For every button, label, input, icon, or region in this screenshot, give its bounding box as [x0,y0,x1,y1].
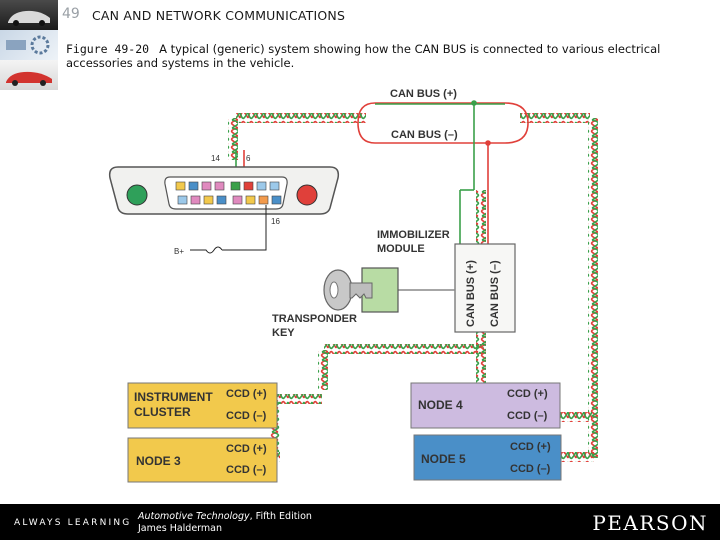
immobilizer-label-line1: IMMOBILIZER [377,229,450,241]
can-bus-diagram: CAN BUS (+) CAN BUS (–) 1 [108,88,598,483]
pin-16-label: 16 [271,217,280,226]
key-icon [323,269,373,311]
node-4-label: NODE 4 [418,398,463,412]
node-5-ccd-plus: CCD (+) [510,441,551,453]
can-bus-red-loop [357,102,529,144]
pin-6-label: 6 [246,154,251,163]
thumbnail-engine [0,30,58,60]
node-5-box [413,434,562,481]
connector-pins-top [175,181,280,191]
twisted-pair-top-left [236,113,366,123]
thumbnail-car-red [0,60,58,90]
node-5: NODE 5 CCD (+) CCD (–) [413,434,562,481]
twisted-pair-node4-drop [476,340,486,388]
transponder-antenna [361,267,399,313]
pin-14-label: 14 [211,154,220,163]
car-icon [8,10,50,26]
immobilizer-module-box [454,243,516,333]
book-title: Automotive Technology [138,511,250,522]
always-learning-tagline: ALWAYS LEARNING [14,518,132,528]
node-4-ccd-plus: CCD (+) [507,388,548,400]
node-4-box [410,382,561,429]
chapter-number: 49 [62,6,80,22]
immobilizer-section: IMMOBILIZER MODULE CAN BUS (+) CAN BUS (… [272,229,516,339]
instrument-ccd-plus: CCD (+) [226,388,267,400]
transponder-label-line1: TRANSPONDER [272,313,357,325]
book-author: James Halderman [138,523,223,534]
immobilizer-label-line2: MODULE [377,243,425,255]
instrument-cluster-box [127,382,278,429]
twisted-pair-cluster [272,394,322,404]
twisted-pair-cluster-drop [318,350,328,390]
book-credit: Automotive Technology, Fifth Edition Jam… [138,511,312,535]
twisted-pair-node5-drop [588,418,598,458]
twisted-pair-middle-horizontal [324,344,484,354]
can-bus-minus-label: CAN BUS (–) [391,129,458,141]
twisted-pair-right-vertical [588,118,598,418]
footer-bar: ALWAYS LEARNING Automotive Technology, F… [0,504,720,540]
node-5-ccd-minus: CCD (–) [510,463,551,475]
node-4-ccd-minus: CCD (–) [507,410,548,422]
gear-icon [6,35,50,55]
instrument-ccd-minus: CCD (–) [226,410,267,422]
node-3-label: NODE 3 [136,454,181,468]
immobilizer-can-plus-label: CAN BUS (+) [465,260,477,327]
connector-red-knob [296,184,318,206]
battery-label: B+ [174,247,184,256]
fuse-symbol [190,246,223,254]
node-3-ccd-plus: CCD (+) [226,443,267,455]
twisted-pair-connector-drop [228,118,238,160]
thumbnail-car-dark [0,0,58,30]
immobilizer-can-minus-label: CAN BUS (–) [489,260,501,327]
node-3: NODE 3 CCD (+) CCD (–) [127,437,278,483]
twisted-pair-node4 [560,412,592,422]
connector-pins-bottom [177,195,282,205]
twisted-pair-node5 [560,452,594,462]
red-junction [485,140,491,146]
book-edition: , Fifth Edition [249,511,312,522]
node-3-box [127,437,278,483]
thumbnail-strip [0,0,58,90]
pearson-logo: PEARSON [592,511,708,535]
can-bus-plus-label: CAN BUS (+) [390,88,457,100]
node-4: NODE 4 CCD (+) CCD (–) [410,382,561,429]
connector-green-knob [126,184,148,206]
figure-label: Figure 49-20 [66,42,150,56]
node-3-ccd-minus: CCD (–) [226,464,267,476]
car-icon [6,71,52,86]
diagnostic-connector: 14 6 16 B+ [108,150,340,256]
battery-wire [222,205,267,251]
instrument-label-line2: CLUSTER [134,405,191,419]
twisted-pair-top-right [520,113,590,123]
node-instrument-cluster: INSTRUMENT CLUSTER CCD (+) CCD (–) [127,382,278,429]
instrument-label-line1: INSTRUMENT [134,390,213,404]
green-junction [471,100,477,106]
transponder-label-line2: KEY [272,327,295,339]
caption-text: A typical (generic) system showing how t… [66,42,661,70]
chapter-title: CAN AND NETWORK COMMUNICATIONS [92,8,346,23]
node-5-label: NODE 5 [421,452,466,466]
